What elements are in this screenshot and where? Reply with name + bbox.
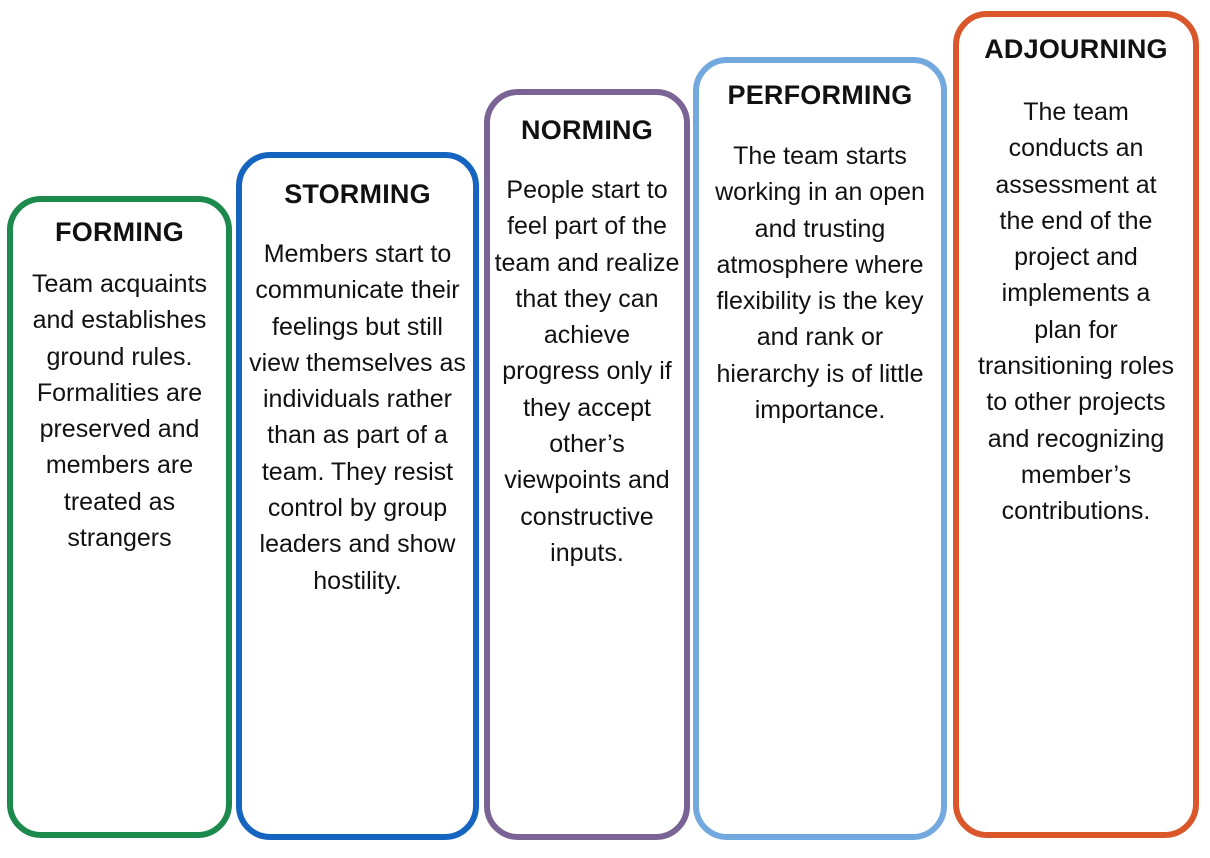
- stage-card-forming: FORMING Team acquaints and establishes g…: [7, 196, 232, 838]
- stage-card-adjourning: ADJOURNING The team conducts an assessme…: [953, 11, 1199, 838]
- stage-card-performing: PERFORMING The team starts working in an…: [693, 57, 947, 840]
- stage-title-storming: STORMING: [284, 179, 431, 209]
- stage-description-forming: Team acquaints and establishes ground ru…: [31, 270, 208, 553]
- stage-card-norming: NORMING People start to feel part of the…: [484, 89, 690, 840]
- stage-card-storming: STORMING Members start to communicate th…: [236, 152, 479, 840]
- stage-title-forming: FORMING: [55, 217, 184, 247]
- stage-description-adjourning: The team conducts an assessment at the e…: [978, 98, 1174, 526]
- stage-title-norming: NORMING: [521, 115, 653, 145]
- stage-description-storming: Members start to communicate their feeli…: [249, 240, 466, 595]
- stage-description-performing: The team starts working in an open and t…: [715, 142, 925, 425]
- stage-description-norming: People start to feel part of the team an…: [494, 176, 680, 567]
- stage-title-adjourning: ADJOURNING: [984, 34, 1168, 64]
- stage-title-performing: PERFORMING: [727, 80, 913, 110]
